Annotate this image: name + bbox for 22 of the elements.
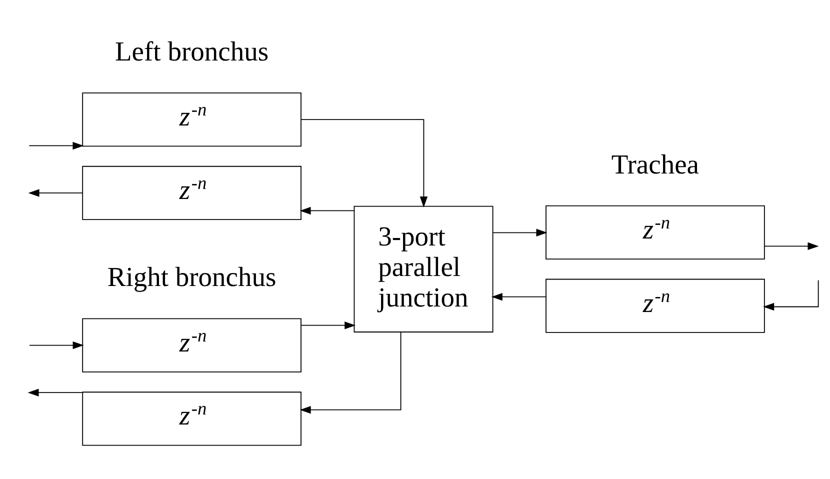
arrow xyxy=(491,292,546,300)
arrow xyxy=(29,340,84,349)
arrow xyxy=(492,228,548,236)
label: Right bronchus xyxy=(107,260,276,292)
arrow xyxy=(763,279,819,310)
arrow xyxy=(28,188,83,196)
arrow xyxy=(300,320,356,329)
node-box: z$^{-n}$ xyxy=(82,391,302,446)
arrow xyxy=(764,242,819,250)
label: Left bronchus xyxy=(115,34,269,66)
label: Trachea xyxy=(611,148,700,179)
arrow xyxy=(300,331,402,414)
arrow xyxy=(300,118,428,208)
node-box: z$^{-n}$ xyxy=(546,278,765,332)
node-box: 3-port parallel junction xyxy=(354,205,494,332)
node-box: z$^{-n}$ xyxy=(546,204,765,259)
node-box: z$^{-n}$ xyxy=(82,165,302,220)
arrow xyxy=(28,141,84,150)
node-box: z$^{-n}$ xyxy=(82,92,302,146)
arrow xyxy=(28,388,83,396)
node-box: z$^{-n}$ xyxy=(82,318,302,372)
arrow xyxy=(300,206,354,214)
